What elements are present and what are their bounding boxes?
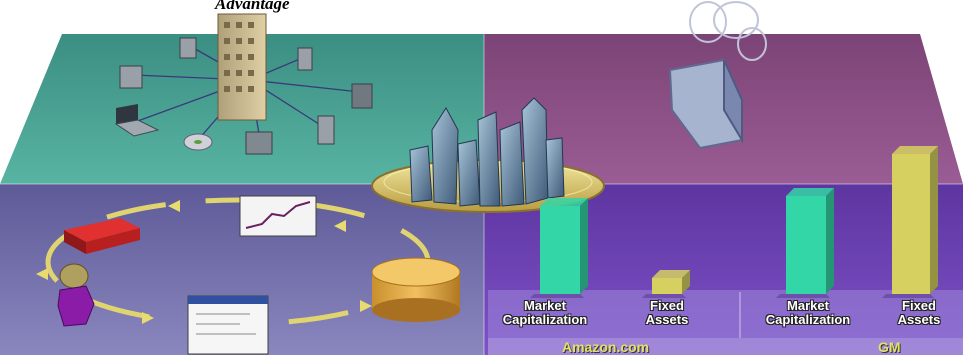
group-label-amazon: Amazon.com (562, 339, 650, 355)
database-cylinder-icon (371, 257, 461, 322)
bar-label-gm-fixed-assets: Fixed Assets (897, 298, 941, 327)
disc-icon (183, 133, 213, 151)
bar-gm-market-cap (776, 188, 834, 298)
network-illustration (114, 13, 373, 155)
group-label-gm: GM (878, 339, 901, 355)
bar-label-amazon-market-cap: Market Capitalization (502, 298, 588, 327)
bar-label-amazon-fixed-assets: Fixed Assets (645, 298, 689, 327)
computer-server (119, 65, 143, 89)
wireframe-machine-illustration (668, 1, 767, 150)
bar-gm-fixed-assets (882, 146, 938, 298)
workflow-cycle-illustration (36, 195, 461, 355)
computer-server (351, 83, 373, 109)
red-block-icon (64, 218, 140, 254)
laptop-icon (114, 104, 160, 137)
bar-amazon-market-cap (530, 198, 588, 298)
advantage-title: Advantage (215, 0, 290, 13)
line-chart-document-icon (239, 195, 317, 237)
computer-server (317, 115, 335, 145)
office-building (217, 13, 267, 121)
computer-server (297, 47, 313, 71)
form-document-icon (187, 295, 269, 355)
person-figure-icon (57, 263, 95, 327)
computer-server (245, 131, 273, 155)
computer-server (179, 37, 197, 59)
bar-amazon-fixed-assets (642, 270, 690, 298)
group-label-strip (488, 338, 963, 355)
bar-label-gm-market-cap: Market Capitalization (765, 298, 851, 327)
city-on-disc-illustration (371, 97, 605, 213)
bar-chart (530, 146, 938, 298)
